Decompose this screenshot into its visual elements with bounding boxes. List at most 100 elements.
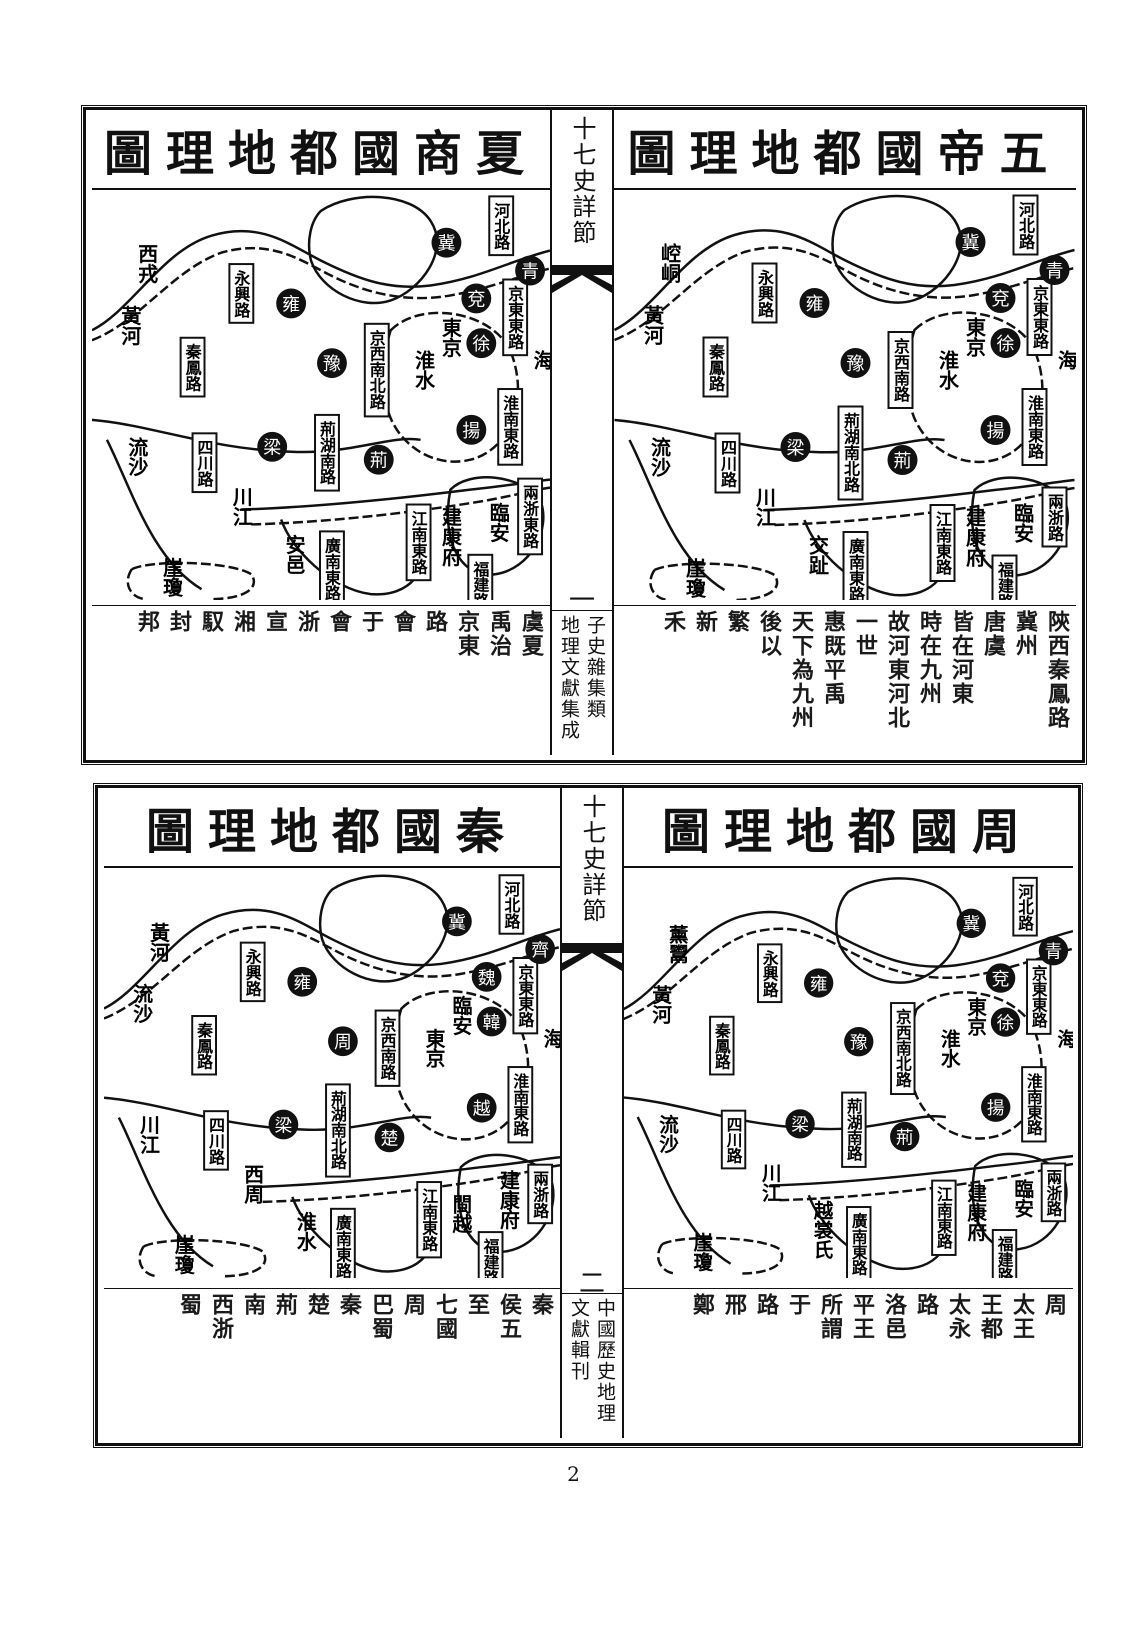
svg-text:福建路: 福建路 bbox=[995, 561, 1015, 600]
place-label: 黃河 bbox=[641, 304, 665, 345]
source-label: 子史雜集類 地理文獻集成 bbox=[552, 610, 612, 755]
route-label: 四川路 bbox=[203, 1110, 229, 1171]
state-seal-label: 兗 bbox=[461, 283, 492, 314]
state-seal-label: 荊 bbox=[363, 444, 394, 475]
place-label: 流沙 bbox=[130, 983, 154, 1024]
svg-text:豫: 豫 bbox=[850, 1034, 868, 1054]
svg-text:河北路: 河北路 bbox=[502, 880, 521, 930]
svg-text:兩浙路: 兩浙路 bbox=[531, 1171, 550, 1220]
note-column: 虞夏 bbox=[518, 610, 544, 658]
svg-text:廣南東路: 廣南東路 bbox=[333, 1214, 352, 1278]
svg-text:淮南東路: 淮南東路 bbox=[1024, 1072, 1043, 1137]
region-boundary bbox=[970, 476, 1070, 577]
svg-text:河北路: 河北路 bbox=[1016, 201, 1035, 251]
route-label: 福建路 bbox=[991, 554, 1018, 600]
svg-text:福建路: 福建路 bbox=[995, 1235, 1014, 1278]
place-label: 海 bbox=[540, 1028, 560, 1048]
state-seal-label: 兗 bbox=[985, 963, 1016, 993]
state-seal-label: 齊 bbox=[525, 934, 556, 964]
region-boundary bbox=[971, 1152, 1068, 1251]
map-title: 五帝國都地理圖 bbox=[613, 110, 1076, 190]
svg-text:江南東路: 江南東路 bbox=[934, 1186, 953, 1250]
svg-text:兩浙路: 兩浙路 bbox=[1044, 1169, 1063, 1217]
route-label: 江南東路 bbox=[929, 504, 956, 582]
route-label: 荊湖南路 bbox=[314, 413, 340, 492]
svg-text:荊: 荊 bbox=[894, 451, 912, 472]
svg-text:揚: 揚 bbox=[987, 421, 1005, 442]
river-line bbox=[104, 908, 560, 1010]
place-label: 閩越 bbox=[449, 1194, 473, 1234]
map-drawing: 永興路秦鳳路四川路京西南路荊湖南北路京東東路淮南東路兩浙路江南東路福建路廣南東路… bbox=[613, 194, 1076, 600]
place-label: 臨安 bbox=[486, 501, 510, 543]
route-label: 秦鳳路 bbox=[709, 1015, 735, 1076]
svg-text:梁: 梁 bbox=[787, 438, 805, 459]
svg-text:周: 周 bbox=[334, 1032, 352, 1053]
place-label: 西戎 bbox=[135, 244, 159, 284]
source-line: 中國歷史地理 bbox=[594, 1298, 616, 1424]
region-boundary bbox=[307, 195, 438, 305]
svg-text:越: 越 bbox=[473, 1099, 491, 1120]
route-label: 京西南路 bbox=[374, 1009, 401, 1087]
route-label: 京西南北路 bbox=[363, 322, 390, 418]
place-label: 流沙 bbox=[125, 435, 149, 476]
svg-text:揚: 揚 bbox=[987, 1099, 1005, 1119]
svg-text:河北路: 河北路 bbox=[492, 201, 511, 251]
svg-text:京西南北路: 京西南北路 bbox=[367, 329, 386, 411]
place-label: 安邑 bbox=[282, 533, 306, 574]
svg-text:韓: 韓 bbox=[483, 1012, 501, 1033]
note-column: 禹治 bbox=[486, 610, 512, 658]
state-seal-label: 徐 bbox=[990, 328, 1021, 358]
route-label: 兩浙路 bbox=[1041, 486, 1068, 548]
place-label: 川江 bbox=[229, 487, 253, 527]
region-boundary bbox=[831, 194, 963, 304]
place-label: 東京 bbox=[963, 317, 987, 357]
note-column: 時在九州 bbox=[916, 610, 942, 706]
note-column: 唐虞 bbox=[980, 610, 1006, 658]
route-label: 京西南北路 bbox=[890, 1002, 916, 1096]
note-column: 周 bbox=[1041, 1293, 1067, 1317]
svg-text:荊湖南北路: 荊湖南北路 bbox=[328, 1090, 347, 1170]
svg-text:秦鳳路: 秦鳳路 bbox=[195, 1021, 214, 1071]
route-label: 荊湖南北路 bbox=[837, 405, 864, 501]
place-label: 川江 bbox=[753, 487, 777, 528]
route-label: 福建路 bbox=[477, 1231, 504, 1278]
river-line bbox=[105, 439, 203, 591]
source-line: 地理文獻集成 bbox=[558, 615, 580, 741]
place-label: 建康府 bbox=[963, 506, 987, 568]
svg-text:永興路: 永興路 bbox=[760, 949, 779, 998]
route-label: 廣南東路 bbox=[319, 530, 345, 600]
note-column: 楚 bbox=[304, 1293, 330, 1317]
route-label: 永興路 bbox=[751, 262, 778, 324]
note-column: 所謂 bbox=[817, 1293, 843, 1341]
svg-text:永興路: 永興路 bbox=[232, 269, 251, 319]
note-column: 南 bbox=[240, 1293, 266, 1317]
note-column: 封 bbox=[166, 610, 192, 634]
state-seal-label: 徐 bbox=[466, 328, 497, 359]
note-column: 故河東河北 bbox=[884, 610, 910, 730]
state-seal-label: 雍 bbox=[287, 966, 318, 997]
state-seal-label: 揚 bbox=[456, 414, 487, 445]
map-notes: 陝西秦鳳路冀州唐虞皆在河東時在九州故河東河北一世惠既平禹天下為九州後以繁新禾 bbox=[613, 605, 1076, 755]
svg-text:雍: 雍 bbox=[806, 294, 824, 315]
route-label: 江南東路 bbox=[931, 1179, 957, 1256]
note-column: 浙 bbox=[294, 610, 320, 634]
svg-text:淮南東路: 淮南東路 bbox=[501, 394, 520, 460]
place-label: 越裳氏 bbox=[810, 1199, 834, 1258]
place-label: 黃河 bbox=[118, 304, 142, 345]
note-column: 荊 bbox=[272, 1293, 298, 1317]
svg-text:齊: 齊 bbox=[531, 940, 549, 961]
note-column: 路 bbox=[753, 1293, 779, 1317]
svg-text:四川路: 四川路 bbox=[718, 440, 738, 489]
note-column: 太王 bbox=[1009, 1293, 1035, 1341]
place-label: 崖瓊 bbox=[171, 1234, 195, 1275]
svg-text:兩浙路: 兩浙路 bbox=[1045, 494, 1064, 543]
source-label: 中國歷史地理 文獻輯刊 bbox=[562, 1293, 622, 1438]
route-label: 秦鳳路 bbox=[191, 1015, 218, 1076]
svg-text:荊: 荊 bbox=[896, 1128, 914, 1148]
state-seal-label: 揚 bbox=[981, 1092, 1011, 1122]
route-label: 廣南東路 bbox=[842, 531, 869, 600]
svg-text:永興路: 永興路 bbox=[243, 948, 262, 998]
place-label: 海 bbox=[530, 349, 550, 370]
map-notes: 虞夏禹治京東路會于會浙宣湘馭封邦 bbox=[92, 605, 550, 755]
map-panel-five-emperors: 五帝國都地理圖 永興路秦鳳路四川路京西南路荊湖南北路京東東路淮南東路兩浙路江南東… bbox=[613, 110, 1076, 755]
